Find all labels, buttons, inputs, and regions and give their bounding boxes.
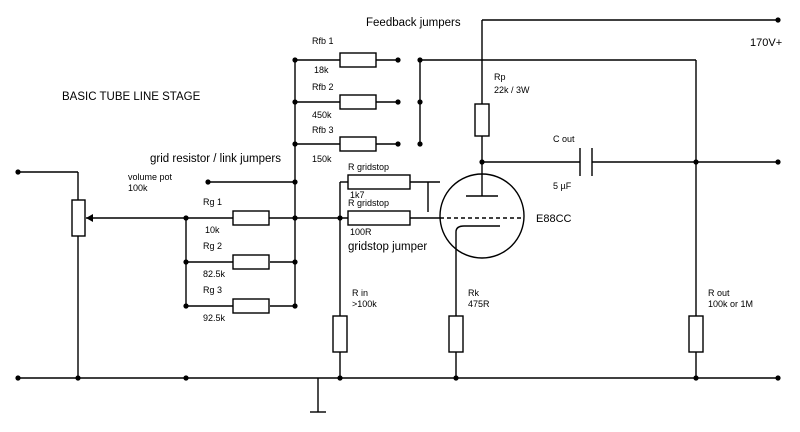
rfb1-value: 18k (314, 65, 329, 75)
triode-cathode (455, 225, 500, 238)
rfb3-name: Rfb 3 (312, 125, 334, 135)
rp-name: Rp (494, 72, 506, 82)
diagram-title: BASIC TUBE LINE STAGE (62, 91, 201, 103)
gridstop-1k7-value: 1k7 (350, 190, 365, 200)
rk-value: 475R (468, 299, 490, 309)
gridstop-100r-value: 100R (350, 227, 372, 237)
volume-pot-body (71, 199, 86, 237)
rk-name: Rk (468, 288, 479, 298)
rg1-resistor (232, 210, 270, 226)
rfb2-name: Rfb 2 (312, 82, 334, 92)
gridstop-100r-resistor (347, 210, 411, 226)
junction-dots (15, 17, 781, 381)
rout-value: 100k or 1M (708, 299, 753, 309)
rfb2-value: 450k (312, 110, 332, 120)
rin-name: R in (352, 288, 368, 298)
gridstop-100r-name: R gridstop (348, 198, 389, 208)
rg2-value: 82.5k (203, 269, 226, 279)
volume-pot-value: 100k (128, 183, 148, 193)
rg3-value: 92.5k (203, 313, 226, 323)
volume-pot-wiper-arrow (86, 214, 93, 222)
rfb2-resistor (339, 94, 377, 110)
rp-resistor (474, 103, 490, 137)
rg3-name: Rg 3 (203, 285, 222, 295)
rg3-resistor (232, 298, 270, 314)
gridstop-jumper-label: gridstop jumper (348, 241, 427, 253)
labels: BASIC TUBE LINE STAGE Feedback jumpers g… (62, 17, 782, 323)
supply-voltage-label: 170V+ (750, 37, 782, 49)
rg2-name: Rg 2 (203, 241, 222, 251)
rg2-resistor (232, 254, 270, 270)
rg1-value: 10k (205, 225, 220, 235)
components (71, 52, 704, 353)
gridstop-1k7-name: R gridstop (348, 162, 389, 172)
tube-type-label: E88CC (536, 213, 572, 225)
rout-name: R out (708, 288, 730, 298)
rfb1-name: Rfb 1 (312, 36, 334, 46)
grid-jumpers-label: grid resistor / link jumpers (150, 153, 281, 165)
rfb3-resistor (339, 136, 377, 152)
feedback-jumpers-label: Feedback jumpers (366, 17, 461, 29)
rfb1-resistor (339, 52, 377, 68)
rin-resistor (332, 315, 348, 353)
rk-resistor (448, 315, 464, 353)
triode-envelope (439, 173, 525, 259)
rin-value: >100k (352, 299, 377, 309)
rout-resistor (688, 315, 704, 353)
rg1-name: Rg 1 (203, 197, 222, 207)
cout-value: 5 µF (553, 181, 572, 191)
gridstop-1k7-resistor (347, 174, 411, 190)
rfb3-value: 150k (312, 154, 332, 164)
volume-pot-name: volume pot (128, 172, 173, 182)
rp-value: 22k / 3W (494, 85, 530, 95)
cout-name: C out (553, 134, 575, 144)
